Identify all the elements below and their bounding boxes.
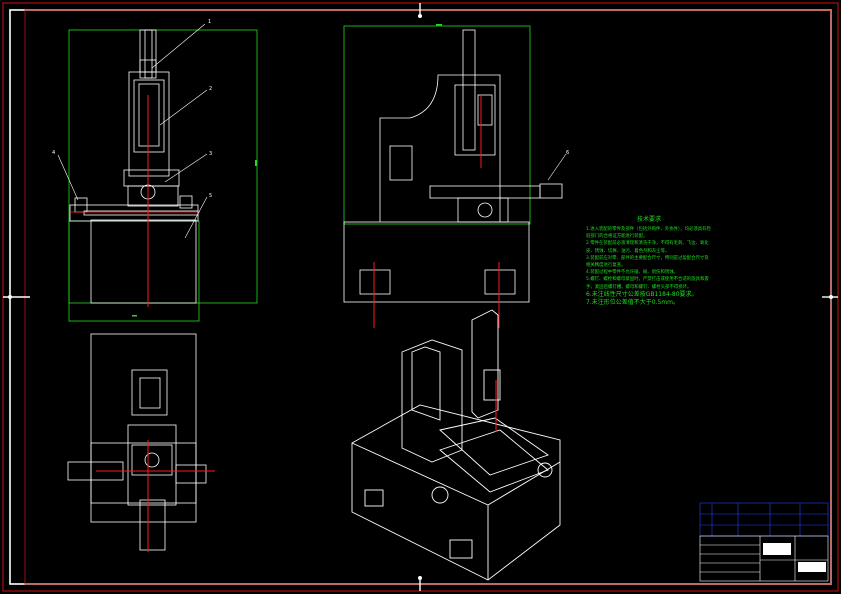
balloon-4: 4 <box>52 150 55 156</box>
note-item-5: 5.螺钉、螺栓和螺母紧固时，严禁打击或使用不合适的旋具和扳手，紧固后螺钉槽、螺母… <box>586 277 709 290</box>
balloon-3: 3 <box>209 151 212 157</box>
balloon-5: 5 <box>209 193 212 199</box>
balloon-2: 2 <box>209 86 212 92</box>
technical-requirements: 技术要求 1.进入装配的零件及部件（包括外购件、外协件），均必须具有检验部门的合… <box>586 214 712 307</box>
isometric-view <box>351 309 561 581</box>
note-item-4: 4.装配过程中零件不允许磕、碰、划伤和锈蚀。 <box>586 270 679 276</box>
front-leaders <box>57 23 208 239</box>
side-view <box>343 25 563 303</box>
note-item-2: 2.零件在装配前必须清理和清洗干净，不得有毛刺、飞边、氧化皮、锈蚀、切屑、油污、… <box>586 241 709 254</box>
note-item-6: 6.未注线性尺寸公差按GB1184-80要求。 <box>586 290 698 298</box>
note-item-3: 3.装配前应对零、部件的主要配合尺寸，特别是过盈配合尺寸及相关精度进行复查。 <box>586 255 709 269</box>
front-view <box>68 29 258 322</box>
note-item-7: 7.未注形位公差值不大于0.5mm。 <box>586 298 679 306</box>
top-view <box>67 333 207 551</box>
centering-marks <box>3 3 838 591</box>
title-block <box>699 502 829 582</box>
balloon-1: 1 <box>208 19 211 25</box>
note-item-1: 1.进入装配的零件及部件（包括外购件、外协件），均必须具有检验部门的合格证方能进… <box>586 227 711 240</box>
balloon-6: 6 <box>566 150 569 156</box>
notes-title: 技术要求 <box>636 216 661 223</box>
